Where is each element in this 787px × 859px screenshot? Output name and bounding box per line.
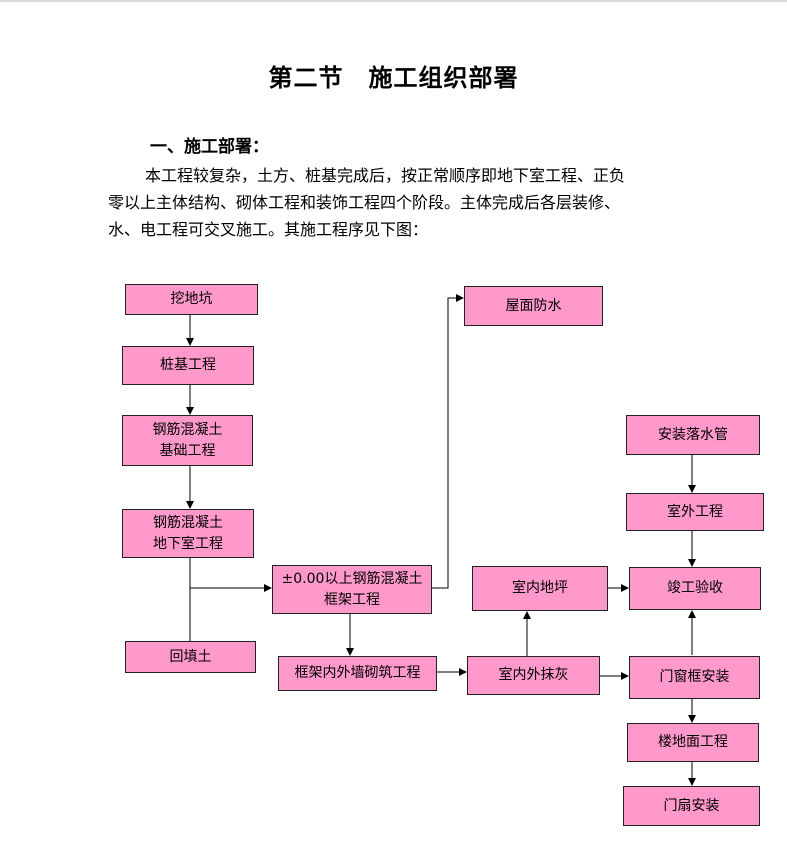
node-label: 框架工程 [324, 591, 380, 608]
page-title: 第二节 施工组织部署 [268, 63, 519, 92]
top-border [0, 0, 787, 2]
node-masonry: 框架内外墙砌筑工程 [278, 656, 437, 691]
node-completion-acceptance: 竣工验收 [629, 567, 761, 610]
node-label: 安装落水管 [658, 426, 728, 443]
node-label: 门扇安装 [663, 797, 720, 814]
node-label: 室内地坪 [512, 580, 568, 596]
paragraph-line: 零以上主体结构、砌体工程和装饰工程四个阶段。主体完成后各层装修、 [108, 193, 621, 212]
paragraph-line: 水、电工程可交叉施工。其施工程序见下图： [108, 220, 429, 239]
node-label: 门窗框安装 [659, 669, 730, 685]
node-label: ±0.00以上钢筋混凝土 [281, 570, 423, 587]
node-label: 框架内外墙砌筑工程 [294, 665, 421, 681]
node-label: 基础工程 [159, 442, 216, 459]
node-label: 竣工验收 [667, 580, 723, 596]
node-label: 屋面防水 [505, 297, 562, 314]
node-roof-waterproofing: 屋面防水 [464, 286, 603, 326]
node-label: 室内外抹灰 [498, 667, 569, 683]
node-plastering: 室内外抹灰 [467, 656, 600, 695]
body-paragraph: 本工程较复杂，土方、桩基完成后，按正常顺序即地下室工程、正负 零以上主体结构、砌… [108, 162, 708, 243]
section-heading: 一、施工部署： [150, 137, 269, 157]
paragraph-line: 本工程较复杂，土方、桩基完成后，按正常顺序即地下室工程、正负 [145, 166, 626, 185]
node-label: 钢筋混凝土 [153, 514, 223, 531]
node-label: 钢筋混凝土 [152, 421, 223, 438]
node-floor-finish: 楼地面工程 [627, 723, 759, 762]
node-frame-structure: ±0.00以上钢筋混凝土 框架工程 [272, 565, 432, 614]
node-floor-base: 室内地坪 [472, 566, 608, 611]
node-rc-foundation: 钢筋混凝土 基础工程 [122, 415, 253, 466]
node-label: 地下室工程 [153, 535, 223, 552]
node-label: 室外工程 [667, 503, 723, 520]
node-excavation: 挖地坑 [125, 284, 258, 315]
node-label: 楼地面工程 [658, 734, 728, 750]
node-rc-basement: 钢筋混凝土 地下室工程 [122, 509, 254, 558]
node-downpipe: 安装落水管 [626, 415, 760, 455]
node-label: 回填土 [169, 648, 212, 665]
node-door-leaf: 门扇安装 [623, 786, 760, 826]
node-exterior-works: 室外工程 [626, 493, 764, 531]
node-backfill: 回填土 [125, 641, 256, 673]
node-door-frame: 门窗框安装 [629, 656, 760, 699]
node-label: 桩基工程 [160, 357, 216, 373]
node-pile-foundation: 桩基工程 [122, 346, 254, 385]
node-label: 挖地坑 [170, 291, 213, 307]
